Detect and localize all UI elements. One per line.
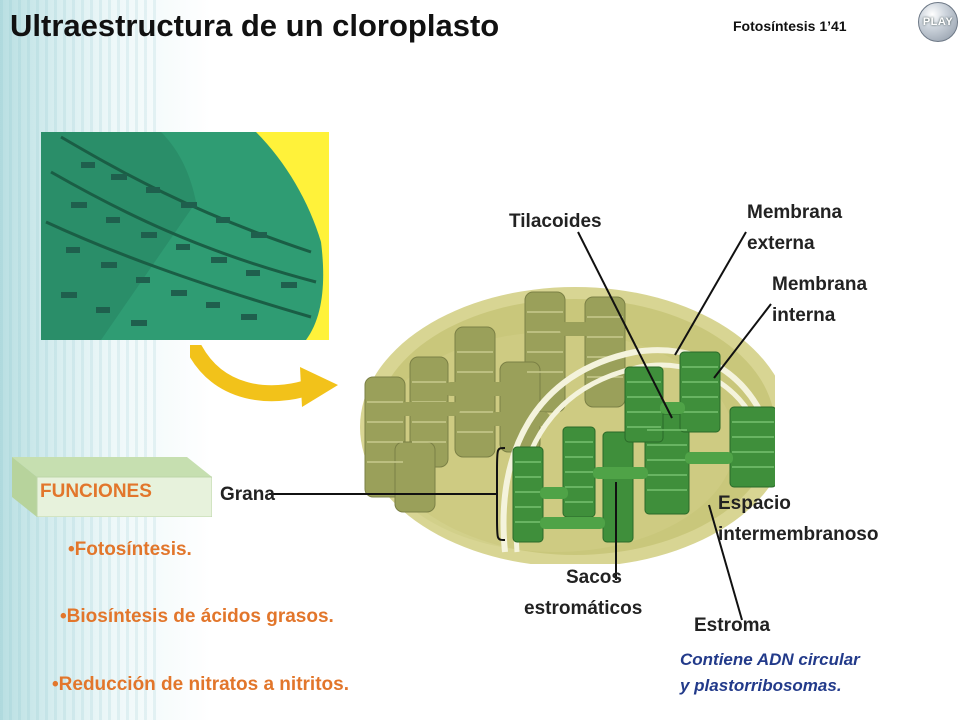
label-tilacoides: Tilacoides — [509, 211, 602, 232]
function-item-2: •Biosíntesis de ácidos grasos. — [60, 606, 334, 627]
play-button[interactable]: PLAY — [918, 2, 958, 42]
label-membrana-interna-2: interna — [772, 305, 836, 326]
function-item-1: •Fotosíntesis. — [68, 539, 192, 560]
micrograph-image — [41, 132, 329, 340]
function-item-3: •Reducción de nitratos a nitritos. — [52, 674, 349, 695]
label-membrana-externa-2: externa — [747, 233, 815, 254]
label-membrana-externa-1: Membrana — [747, 202, 843, 223]
label-grana: Grana — [220, 484, 275, 505]
label-sacos-1: Sacos — [566, 567, 622, 588]
functions-heading: FUNCIONES — [40, 481, 152, 502]
chloroplast-illustration — [345, 252, 775, 564]
label-membrana-interna-1: Membrana — [772, 274, 868, 295]
label-sacos-2: estromáticos — [524, 598, 643, 619]
page-title: Ultraestructura de un cloroplasto — [10, 8, 500, 43]
slide-number: Fotosíntesis 1’41 — [733, 18, 847, 34]
functions-box — [12, 457, 212, 517]
background-stripe — [0, 0, 160, 720]
note-line-2: y plastorribosomas. — [680, 676, 842, 695]
label-espacio-2: intermembranoso — [718, 524, 879, 545]
dna-note: Contiene ADN circular y plastorribosomas… — [680, 647, 860, 699]
play-label: PLAY — [922, 16, 954, 28]
curved-arrow-icon — [190, 345, 338, 407]
note-line-1: Contiene ADN circular — [680, 650, 860, 669]
label-espacio-1: Espacio — [718, 493, 791, 514]
label-estroma: Estroma — [694, 615, 771, 636]
